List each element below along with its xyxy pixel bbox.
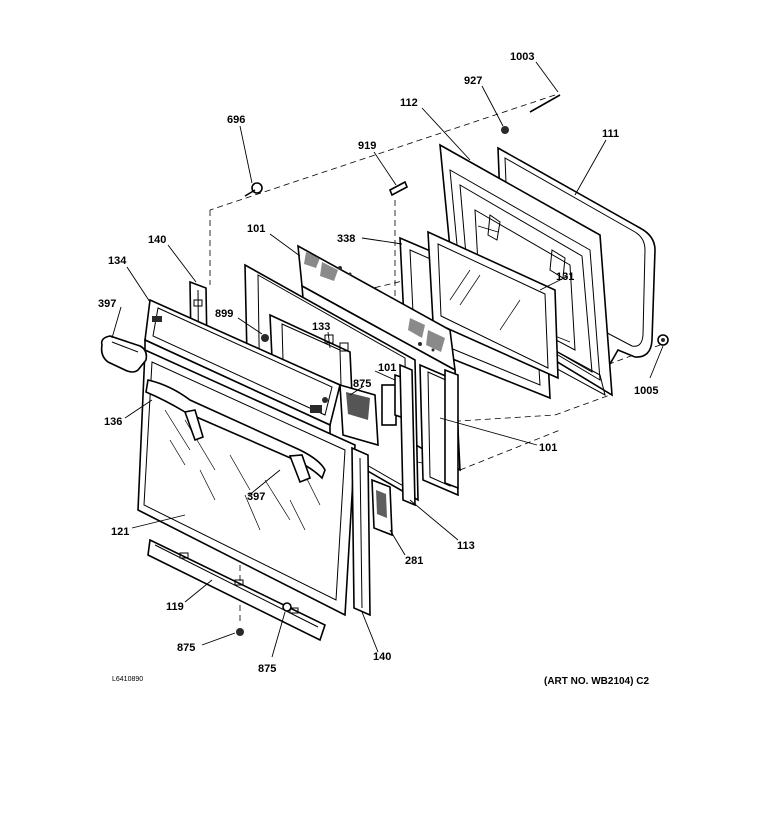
door-handle [145,379,326,484]
side-rail [399,363,459,507]
label-927: 927 [464,75,482,87]
label-899: 899 [215,308,233,320]
handle-end-cap [100,335,148,373]
label-101-top: 101 [247,223,265,235]
label-101-right: 101 [539,442,557,454]
label-113: 113 [457,540,475,552]
part-labels: 1003 927 112 111 919 696 338 101 140 134… [98,51,658,675]
label-101-mid: 101 [378,362,396,374]
label-136: 136 [104,416,122,428]
right-side-bracket [351,446,371,617]
label-397-center: 397 [247,491,265,503]
label-140-top: 140 [148,234,166,246]
label-1005: 1005 [634,385,658,397]
label-281: 281 [405,555,423,567]
label-121: 121 [111,526,129,538]
label-397-left: 397 [98,298,116,310]
label-112: 112 [400,97,418,109]
label-696: 696 [227,114,245,126]
hinge-receptacle [339,373,411,447]
art-number: (ART NO. WB2104) C2 [544,676,649,687]
label-140-bottom: 140 [373,651,391,663]
label-119: 119 [166,601,184,613]
label-919: 919 [358,140,376,152]
screws [236,94,669,636]
leader-lines [111,61,664,658]
label-875-mid: 875 [353,378,371,390]
label-338: 338 [337,233,355,245]
label-1003: 1003 [510,51,534,63]
drawing-id: L6410890 [112,676,143,683]
label-875-bottom-left: 875 [177,642,195,654]
label-133: 133 [312,321,330,333]
door-bottom-trim [147,538,326,642]
label-134: 134 [108,255,127,267]
label-111: 111 [602,128,619,140]
label-875-bottom: 875 [258,663,276,675]
label-131: 131 [556,271,574,283]
hinge-block [371,478,393,537]
